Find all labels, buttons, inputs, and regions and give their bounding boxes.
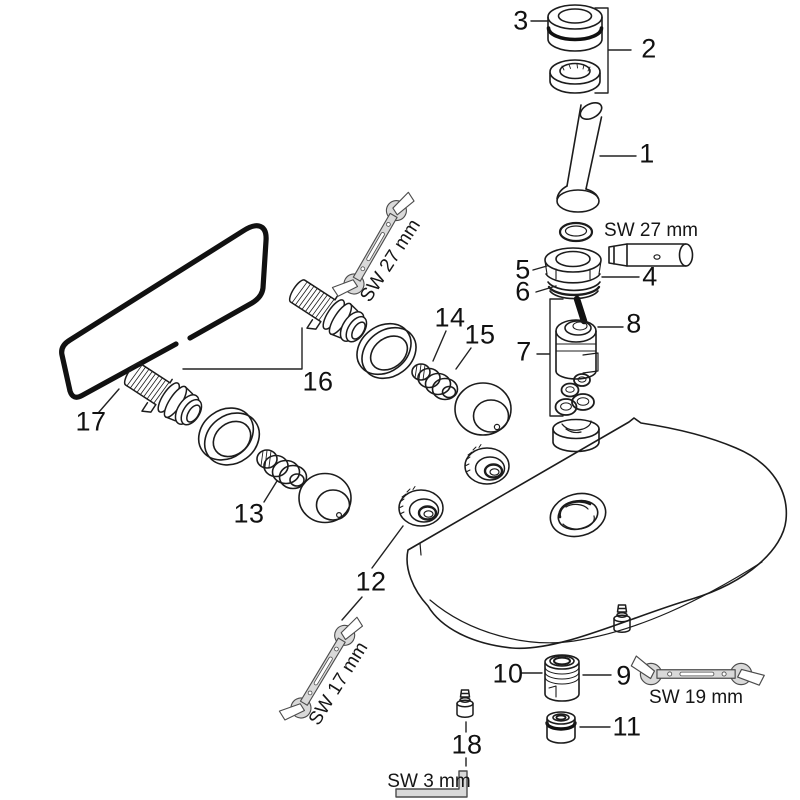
- sw19-wrench-label: SW 19 mm: [649, 687, 743, 708]
- callout-18: 18: [451, 729, 483, 760]
- callout-15: 15: [464, 319, 496, 350]
- callout-1: 1: [639, 138, 655, 169]
- sw27-socket-tool: [608, 243, 694, 267]
- part-11-regulator-drawing: [545, 711, 577, 744]
- part-17-gasket-drawing: [59, 223, 269, 400]
- sw3-key-label: SW 3 mm: [387, 771, 471, 792]
- callout-5: 5: [515, 254, 531, 285]
- cartridge-base-plate-drawing: [552, 418, 600, 453]
- cap-lower-drawing: [298, 472, 352, 524]
- part-12-check-valve-lower-drawing: [397, 485, 445, 528]
- sw27-socket-label: SW 27 mm: [604, 220, 698, 241]
- part-14-15-insert-drawing: [411, 363, 459, 401]
- callout-17: 17: [75, 406, 107, 437]
- callout-6: 6: [515, 276, 531, 307]
- callout-12: 12: [355, 566, 387, 597]
- callout-4: 4: [642, 261, 658, 292]
- sw19-wrench-tool: [629, 655, 765, 689]
- callout-11: 11: [612, 711, 642, 742]
- part-12-check-valve-upper-drawing: [463, 443, 511, 486]
- leader-lines: [98, 7, 640, 767]
- callout-3: 3: [513, 5, 529, 36]
- washer-upper-drawing: [356, 322, 417, 380]
- callout-8: 8: [626, 308, 642, 339]
- callout-13: 13: [233, 498, 265, 529]
- callout-14: 14: [434, 302, 466, 333]
- part-3-ring-drawing: [546, 4, 604, 52]
- callout-9: 9: [616, 660, 632, 691]
- callout-7: 7: [516, 336, 532, 367]
- cap-upper-drawing: [454, 382, 512, 436]
- callout-16: 16: [302, 366, 334, 397]
- washer-lower-drawing: [197, 407, 261, 466]
- oring-drawing: [558, 221, 594, 243]
- part-8-cartridge-drawing: [555, 295, 599, 380]
- callout-10: 10: [492, 658, 524, 689]
- part-4-5-6-collar-drawing: [544, 247, 602, 300]
- part-13-insert-drawing: [256, 449, 308, 490]
- part-10-aerator-drawing: [544, 654, 580, 702]
- callout-2: 2: [641, 33, 657, 64]
- part-18-screw-drawing: [456, 689, 474, 719]
- part-2-ring-drawing: [549, 59, 601, 94]
- part-7-seal-set-drawing: [554, 373, 595, 416]
- mixer-body-drawing: [406, 417, 788, 650]
- sw3-allen-key-tool: [395, 770, 468, 798]
- part-1-lever-drawing: [556, 101, 603, 213]
